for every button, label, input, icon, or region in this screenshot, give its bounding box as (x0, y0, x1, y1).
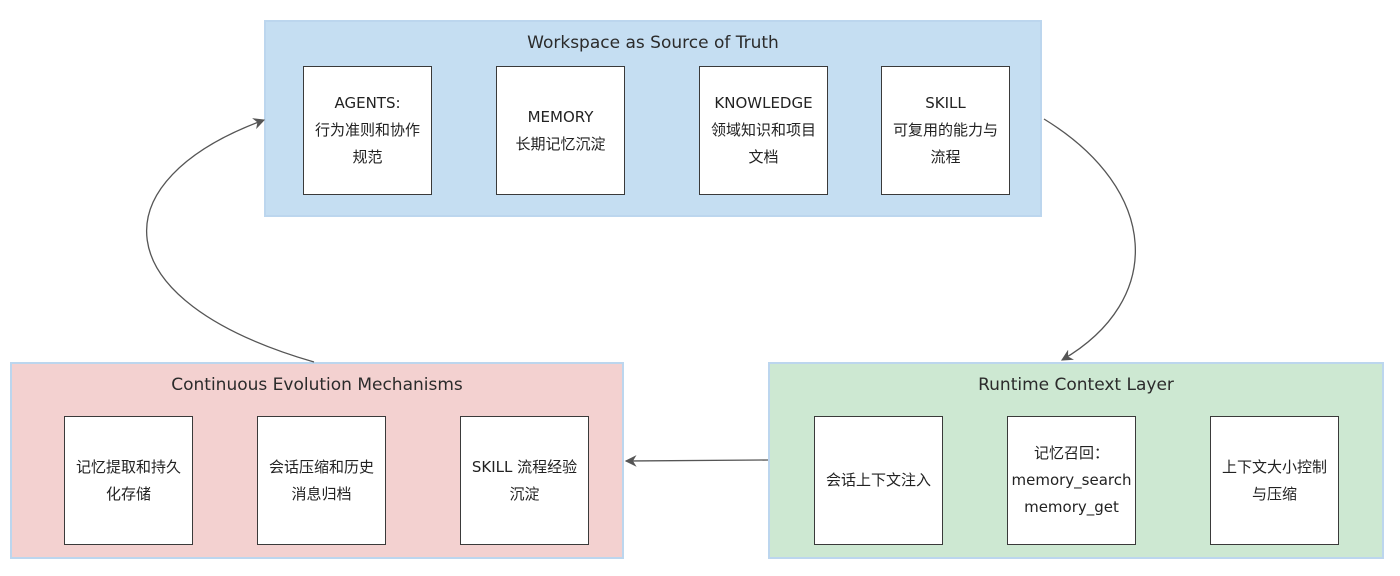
node-skill: SKILL 可复用的能力与 流程 (881, 66, 1010, 195)
evolution-group-title: Continuous Evolution Mechanisms (171, 375, 463, 395)
arrow-runtime-to-evolution (624, 455, 769, 467)
node-skill-experience: SKILL 流程经验 沉淀 (460, 416, 589, 545)
node-context-size-control: 上下文大小控制 与压缩 (1210, 416, 1339, 545)
node-agents: AGENTS: 行为准则和协作 规范 (303, 66, 432, 195)
node-knowledge: KNOWLEDGE 领域知识和项目 文档 (699, 66, 828, 195)
workspace-group-title: Workspace as Source of Truth (527, 33, 779, 53)
node-session-compaction: 会话压缩和历史 消息归档 (257, 416, 386, 545)
node-memory: MEMORY 长期记忆沉淀 (496, 66, 625, 195)
workspace-group: Workspace as Source of Truth AGENTS: 行为准… (264, 20, 1042, 217)
node-memory-extraction: 记忆提取和持久 化存储 (64, 416, 193, 545)
evolution-group: Continuous Evolution Mechanisms 记忆提取和持久 … (10, 362, 624, 559)
node-memory-recall: 记忆召回： memory_search memory_get (1007, 416, 1136, 545)
arrow-workspace-to-runtime (1043, 118, 1136, 361)
runtime-group: Runtime Context Layer 会话上下文注入 记忆召回： memo… (768, 362, 1384, 559)
node-context-injection: 会话上下文注入 (814, 416, 943, 545)
runtime-group-title: Runtime Context Layer (978, 375, 1174, 395)
